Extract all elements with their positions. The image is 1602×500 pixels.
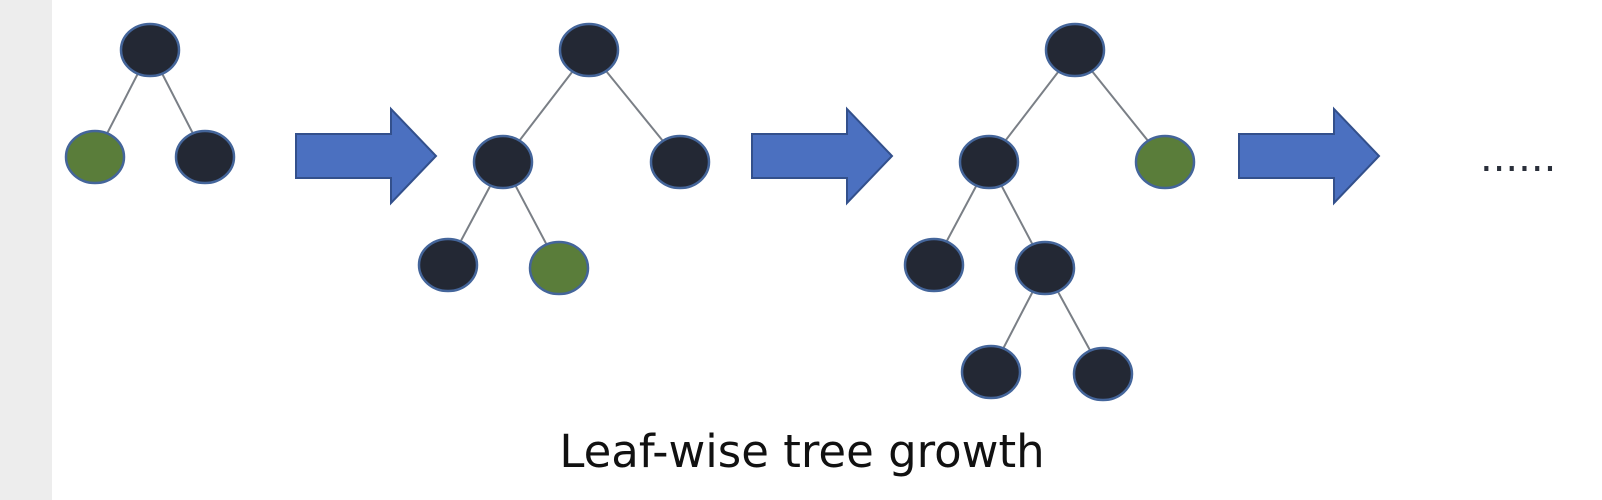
tree2-leaf-node [649, 134, 711, 190]
tree2-root-node [558, 22, 620, 78]
tree1-root-node [119, 22, 181, 78]
tree3-internal-node [1014, 240, 1076, 296]
tree2-internal-node [472, 134, 534, 190]
tree3-root-node [1044, 22, 1106, 78]
arrow-right-icon [751, 106, 894, 206]
tree1-leaf-node-highlighted [64, 129, 126, 185]
tree3-leaf-node-highlighted [1134, 134, 1196, 190]
tree3-internal-node [958, 134, 1020, 190]
diagram-caption: Leaf-wise tree growth [559, 425, 1045, 478]
tree3-leaf-node [903, 237, 965, 293]
tree-growth-diagram [64, 22, 1381, 402]
tree2-leaf-node [417, 237, 479, 293]
tree1-leaf-node [174, 129, 236, 185]
tree3-leaf-node [1072, 346, 1134, 402]
diagram-canvas: Leaf-wise tree growth [52, 0, 1602, 500]
arrow-right-icon [1238, 106, 1381, 206]
arrow-right-icon [295, 106, 438, 206]
continuation-ellipsis: ...... [1480, 135, 1557, 181]
tree2-leaf-node-highlighted [528, 240, 590, 296]
tree3-leaf-node [960, 344, 1022, 400]
